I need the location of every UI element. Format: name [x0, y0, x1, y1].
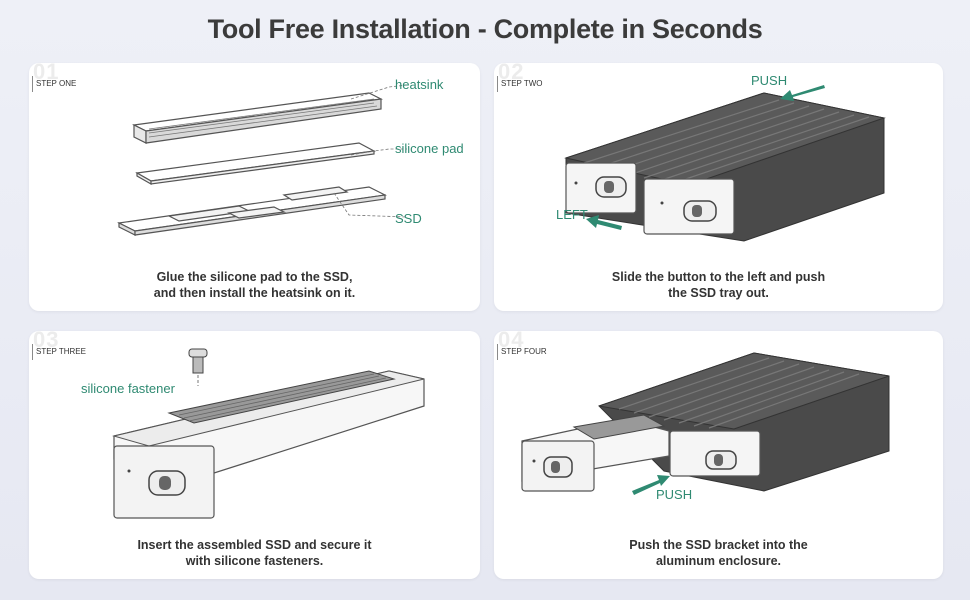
callout-push: PUSH — [656, 487, 692, 502]
step-label: STEP ONE — [36, 79, 77, 88]
step-number: 02 — [498, 63, 525, 84]
ssd-exploded-illustration: heatsink silicone pad SSD — [117, 77, 464, 236]
step-caption: Glue the silicone pad to the SSD, and th… — [153, 270, 356, 300]
step-two-card: 02 STEP TWO PUSH LEFT — [494, 63, 943, 311]
callout-silicone-pad: silicone pad — [395, 141, 464, 156]
callout-ssd: SSD — [395, 211, 422, 226]
step-label: STEP FOUR — [501, 347, 547, 356]
step-caption: Slide the button to the left and push th… — [611, 270, 826, 300]
callout-left: LEFT — [556, 207, 588, 222]
callout-heatsink: heatsink — [395, 77, 444, 92]
callout-push: PUSH — [751, 73, 787, 88]
step-marker: STEP THREE — [32, 344, 86, 360]
step-number: 04 — [498, 331, 525, 352]
step-one-card: 01 STEP ONE — [29, 63, 480, 311]
step-number: 03 — [33, 331, 60, 352]
enclosure-insert-illustration: PUSH — [521, 352, 890, 502]
step-marker: STEP TWO — [497, 76, 543, 92]
step-number: 01 — [33, 63, 60, 84]
step-label: STEP TWO — [501, 79, 543, 88]
step-label: STEP THREE — [36, 347, 86, 356]
step-caption: Insert the assembled SSD and secure it w… — [137, 538, 372, 568]
step-caption: Push the SSD bracket into the aluminum e… — [629, 538, 808, 568]
step-marker: STEP ONE — [32, 76, 76, 92]
enclosure-illustration: PUSH LEFT — [556, 73, 886, 242]
step-three-card: 03 STEP THREE silicone fastener Insert t… — [29, 331, 480, 579]
page-title: Tool Free Installation - Complete in Sec… — [207, 14, 763, 44]
step-marker: STEP FOUR — [497, 344, 547, 360]
tray-illustration: silicone fastener — [81, 348, 425, 519]
callout-silicone-fastener: silicone fastener — [81, 381, 176, 396]
step-four-card: 04 STEP FOUR PUSH Push the SSD bracket — [494, 331, 943, 579]
